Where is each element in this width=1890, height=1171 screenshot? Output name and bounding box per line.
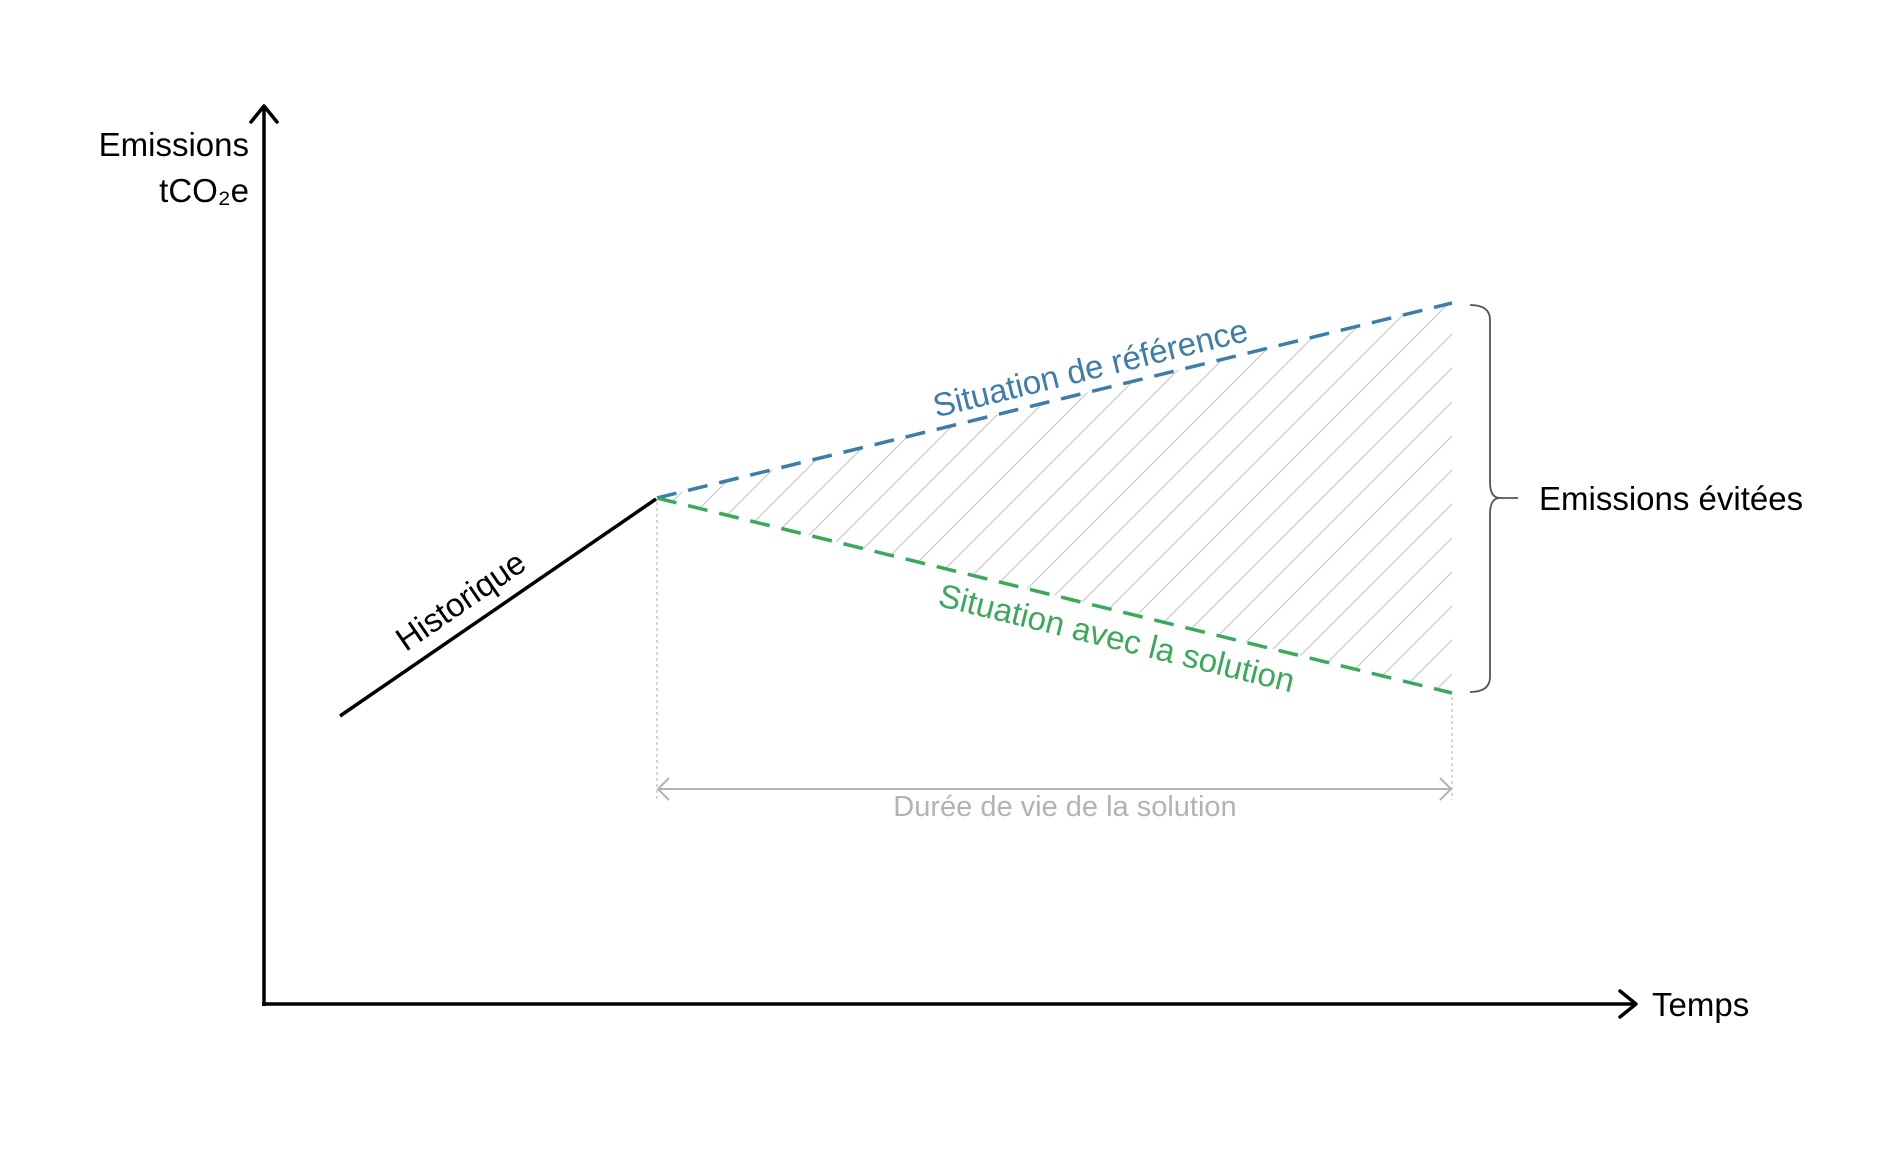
hatch-line [0, 200, 634, 900]
hatch-line [657, 303, 941, 693]
hatch-line [657, 303, 839, 693]
hatch-line [987, 303, 1452, 693]
y-axis-arrowhead [249, 104, 279, 124]
hatch-line [1429, 303, 1452, 693]
avoided-emissions-brace [1469, 304, 1518, 693]
hatch-line [1191, 303, 1452, 693]
lifetime-arrowhead-right [1439, 777, 1453, 801]
hatch-line [1498, 200, 1890, 900]
hatch-line [1566, 200, 1890, 900]
lifetime-dimension [656, 502, 1453, 801]
lifetime-arrowhead-left [656, 777, 670, 801]
hatch-line [953, 303, 1452, 693]
hatch-line [1600, 200, 1890, 900]
hatch-line [1225, 303, 1452, 693]
hatch-line [1327, 303, 1452, 693]
reference-line [656, 301, 1453, 500]
hatch-line [1157, 303, 1452, 693]
hatch-line [919, 303, 1452, 693]
y-axis-label-line2: tCO₂e [159, 172, 249, 209]
hatch-line [657, 303, 703, 693]
hatch-line [657, 303, 669, 693]
hatch-line [657, 303, 975, 693]
solution-label: Situation avec la solution [935, 576, 1298, 699]
hatch-line [1021, 303, 1452, 693]
hatch-line [885, 303, 1452, 693]
solution-line [656, 496, 1453, 695]
hatch-line [1634, 200, 1890, 900]
hatch-line [657, 303, 805, 693]
hatch-line [657, 303, 873, 693]
y-axis [249, 104, 279, 1006]
hatch-line [1532, 200, 1890, 900]
x-axis-label: Temps [1652, 986, 1749, 1023]
avoided-emissions-label: Emissions évitées [1539, 480, 1803, 517]
y-axis-label-line1: Emissions [99, 126, 249, 163]
x-axis-arrowhead [1618, 989, 1638, 1019]
hatch-line [1668, 200, 1890, 900]
hatch-line [657, 303, 737, 693]
hatch-line [1259, 303, 1452, 693]
hatch-line [1089, 303, 1452, 693]
hatch-line [1055, 303, 1452, 693]
lifetime-label: Durée de vie de la solution [893, 791, 1236, 823]
hatch-line [817, 303, 1452, 693]
reference-label: Situation de référence [929, 311, 1251, 424]
hatch-line [1293, 303, 1452, 693]
historic-line [339, 497, 657, 718]
hatch-line [851, 303, 1452, 693]
hatch-line [657, 303, 907, 693]
x-axis [262, 989, 1638, 1019]
hatch-line [1464, 200, 1890, 900]
